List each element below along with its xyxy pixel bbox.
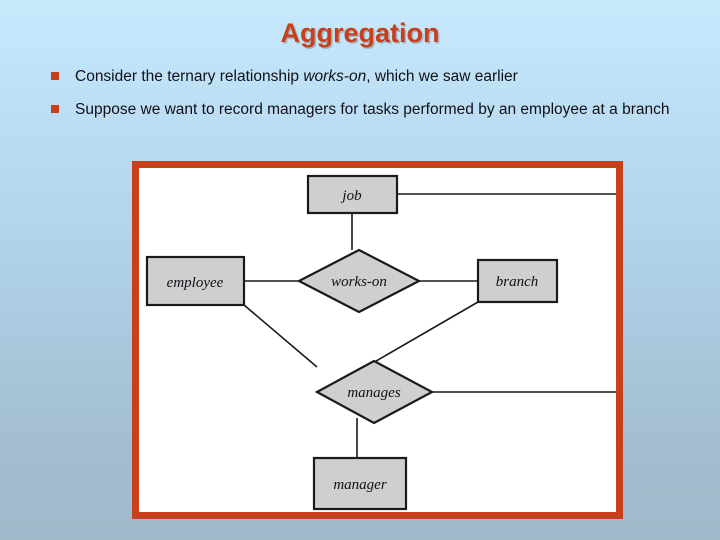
entity-branch[interactable]: branch	[476, 258, 559, 304]
list-item: Suppose we want to record managers for t…	[47, 99, 687, 120]
er-diagram-frame: job employee branch works-on	[132, 161, 623, 519]
entity-job-label: job	[340, 188, 362, 204]
relationship-works-on[interactable]: works-on	[296, 248, 422, 314]
bullet-text: Suppose we want to record managers for t…	[75, 101, 670, 118]
page-title: Aggregation	[280, 18, 440, 48]
bullet-list: Consider the ternary relationship works-…	[47, 66, 687, 132]
relationship-works-on-label: works-on	[331, 274, 387, 290]
entity-branch-label: branch	[496, 274, 539, 290]
entity-manager-label: manager	[333, 477, 386, 493]
entity-employee-label: employee	[167, 275, 224, 291]
entity-employee[interactable]: employee	[145, 255, 246, 307]
square-bullet-icon	[51, 72, 59, 80]
bullet-text: Consider the ternary relationship works-…	[75, 68, 518, 85]
connector-branch-to-manages	[370, 301, 479, 365]
er-diagram-svg: job employee branch works-on	[145, 174, 616, 511]
relationship-manages-label: manages	[347, 385, 400, 401]
list-item: Consider the ternary relationship works-…	[47, 66, 687, 87]
bullet-emphasis: works-on	[303, 68, 367, 85]
er-diagram-canvas: job employee branch works-on	[139, 168, 616, 512]
bullet-text-after: , which we saw earlier	[366, 68, 518, 85]
entity-manager[interactable]: manager	[312, 456, 408, 511]
square-bullet-icon	[51, 105, 59, 113]
connector-employee-to-manages	[243, 304, 318, 368]
bullet-text-before: Suppose we want to record managers for t…	[75, 101, 670, 118]
entity-job[interactable]: job	[306, 174, 399, 215]
relationship-manages[interactable]: manages	[314, 359, 435, 425]
bullet-text-before: Consider the ternary relationship	[75, 68, 304, 85]
